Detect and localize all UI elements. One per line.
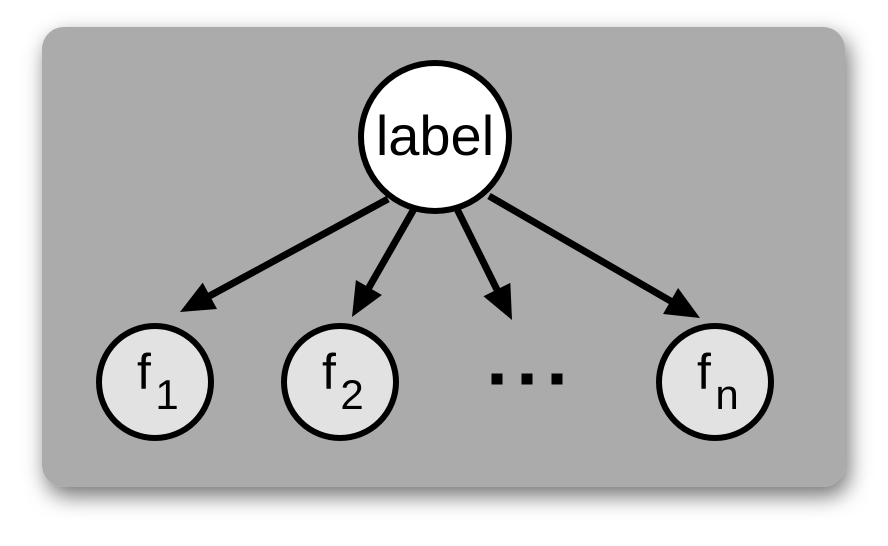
edge-label-ellipsis — [453, 207, 512, 320]
node-label[interactable]: label — [358, 60, 512, 214]
node-label-circle[interactable] — [358, 60, 512, 214]
ellipsis-dot — [551, 373, 563, 385]
edge-label-fn — [487, 192, 700, 318]
edge-label-ellipsis-line — [453, 207, 503, 297]
ellipsis-group — [491, 373, 563, 385]
node-f1-base: f — [137, 344, 151, 400]
edge-label-f2-arrowhead — [352, 280, 382, 317]
edges-group — [180, 192, 700, 320]
node-f2-subscript: 2 — [340, 371, 363, 418]
node-fn-subscript: n — [715, 371, 738, 418]
edge-label-f1-line — [202, 195, 390, 302]
node-f2-circle[interactable] — [281, 323, 399, 441]
edge-label-fn-line — [487, 192, 678, 308]
node-label-label: label — [376, 104, 494, 167]
edge-label-ellipsis-arrowhead — [483, 282, 512, 320]
edge-label-f2 — [352, 207, 418, 317]
node-fn-base: f — [697, 344, 711, 400]
ellipsis-dot — [521, 373, 533, 385]
node-f1-subscript: 1 — [155, 371, 178, 418]
edge-label-f2-line — [362, 207, 418, 295]
diagram-panel — [42, 27, 845, 487]
node-f1-circle[interactable] — [96, 323, 214, 441]
node-fn-circle[interactable] — [656, 323, 774, 441]
edge-label-f1-arrowhead — [180, 282, 218, 312]
edge-label-f1 — [180, 195, 390, 312]
ellipsis-dot — [491, 373, 503, 385]
edge-label-fn-arrowhead — [663, 287, 700, 318]
node-f2-base: f — [322, 344, 336, 400]
